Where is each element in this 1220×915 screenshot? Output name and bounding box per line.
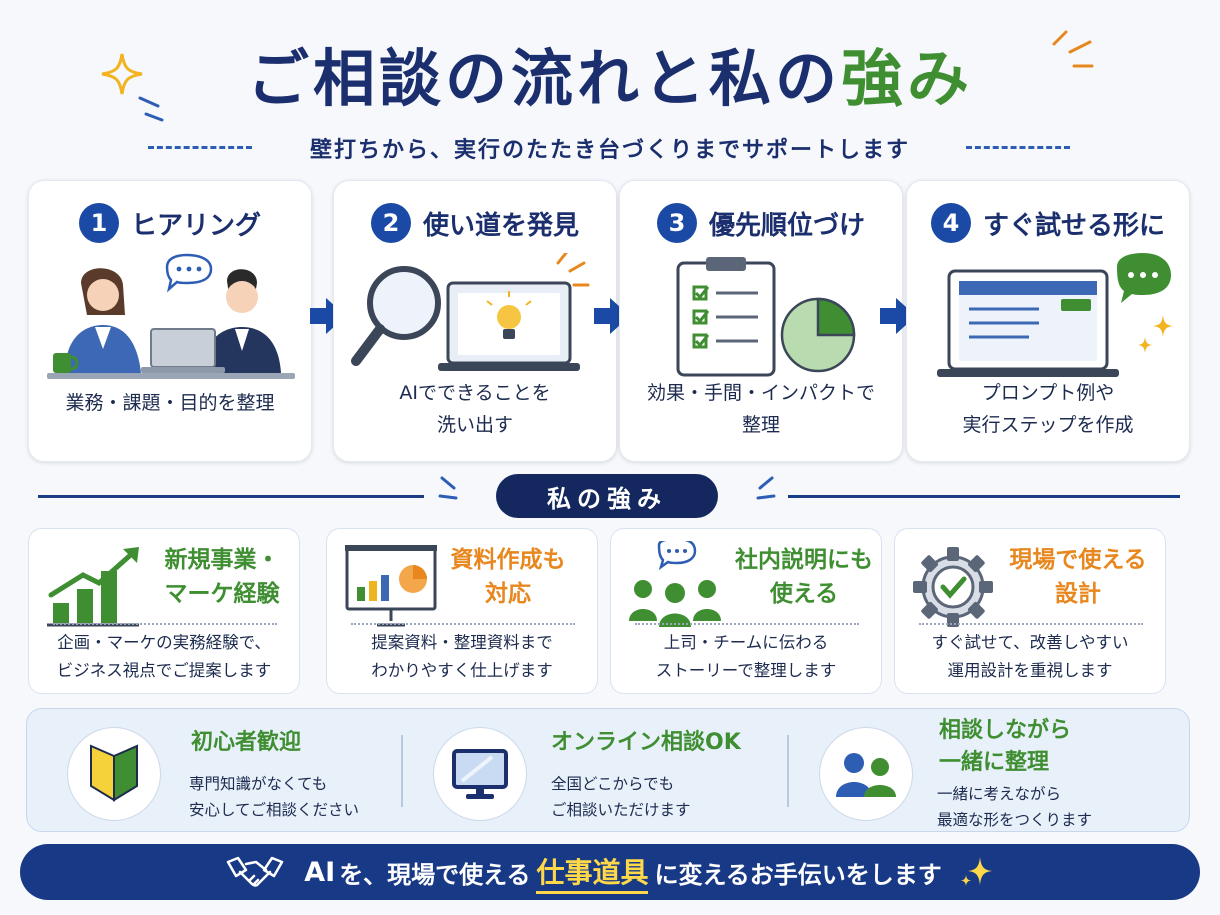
divider bbox=[401, 735, 403, 807]
team-chat-icon bbox=[629, 541, 721, 627]
step-description: AIでできることを 洗い出す bbox=[399, 382, 551, 436]
strength-description: 企画・マーケの実務経験で、 ビジネス視点でご提案します bbox=[56, 633, 272, 680]
info-description: 一緒に考えながら 最適な形をつくります bbox=[937, 785, 1093, 829]
info-item-online: オンライン相談OK 全国どこからでも ご相談いただけます bbox=[393, 709, 793, 833]
step-header: 3 優先順位づけ bbox=[620, 203, 902, 243]
strength-card-2: 資料作成も 対応 提案資料・整理資料まで わかりやすく仕上げます bbox=[326, 528, 598, 694]
info-icon-circle bbox=[433, 727, 527, 821]
step-number-badge: 3 bbox=[656, 203, 697, 243]
monitor-icon bbox=[452, 749, 508, 799]
footer-text-2: に変えるお手伝いをします bbox=[654, 860, 942, 889]
step-header: 4 すぐ試せる形に bbox=[907, 203, 1189, 243]
magnifier-laptop-lightbulb-icon bbox=[351, 253, 590, 371]
two-people-icon bbox=[836, 753, 896, 797]
info-item-together: 相談しながら 一緒に整理 一緒に考えながら 最適な形をつくります bbox=[779, 709, 1189, 833]
info-title: 初心者歓迎 bbox=[191, 730, 302, 755]
step-number-badge: 4 bbox=[930, 203, 971, 243]
strength-title: 社内説明にも 使える bbox=[735, 547, 873, 607]
step-number-badge: 2 bbox=[370, 203, 411, 243]
strength-title: 現場で使える 設計 bbox=[1009, 547, 1147, 607]
footer-text-1: を、現場で使える bbox=[339, 860, 531, 889]
divider bbox=[788, 495, 1180, 498]
step-number-badge: 1 bbox=[78, 203, 119, 243]
strength-description: 上司・チームに伝わる ストーリーで整理します bbox=[655, 633, 837, 680]
divider bbox=[787, 735, 789, 807]
info-title: 相談しながら 一緒に整理 bbox=[939, 718, 1072, 775]
info-icon-circle bbox=[819, 727, 913, 821]
step-card-1: 1 ヒアリング 業務・課題・目的を整理 bbox=[28, 180, 312, 462]
info-icon-circle bbox=[67, 727, 161, 821]
strength-title: 新規事業・ マーケ経験 bbox=[164, 547, 280, 607]
strength-description: すぐ試せて、改善しやすい 運用設計を重視します bbox=[931, 633, 1129, 680]
title-highlight: 強み bbox=[841, 42, 974, 115]
divider bbox=[966, 146, 1070, 149]
arrow-right-icon bbox=[594, 298, 630, 334]
step-title: 使い道を発見 bbox=[422, 210, 579, 241]
step-card-4: 4 すぐ試せる形に プロンプト例や 実行ステップを作成 bbox=[906, 180, 1190, 462]
strength-description: 提案資料・整理資料まで わかりやすく仕上げます bbox=[371, 633, 553, 680]
step-card-3: 3 優先順位づけ 効果・手間・インパクトで 整理 bbox=[619, 180, 903, 462]
step-description: 業務・課題・目的を整理 bbox=[65, 392, 275, 414]
arrow-right-icon bbox=[310, 298, 346, 334]
info-description: 全国どこからでも ご相談いただけます bbox=[551, 775, 691, 819]
divider bbox=[919, 623, 1143, 625]
page-title: ご相談の流れと私の強み bbox=[247, 28, 973, 118]
handshake-icon bbox=[226, 856, 284, 887]
title-wrap: ご相談の流れと私の強み bbox=[0, 28, 1220, 118]
subtitle-wrap: 壁打ちから、実行のたたき台づくりまでサポートします bbox=[0, 132, 1220, 164]
spark-lines-icon bbox=[756, 476, 776, 500]
spark-lines-icon bbox=[438, 476, 458, 500]
beginner-mark-icon bbox=[90, 744, 138, 802]
footer-banner: AI を、現場で使える 仕事道具 に変えるお手伝いをします bbox=[20, 844, 1200, 900]
divider bbox=[53, 623, 277, 625]
strength-card-1: 新規事業・ マーケ経験 企画・マーケの実務経験で、 ビジネス視点でご提案します bbox=[28, 528, 300, 694]
step-title: 優先順位づけ bbox=[708, 210, 865, 241]
divider bbox=[148, 146, 252, 149]
title-main: ご相談の流れと私の bbox=[246, 42, 841, 115]
divider bbox=[38, 495, 424, 498]
laptop-chat-icon bbox=[937, 253, 1173, 377]
step-card-2: 2 使い道を発見 AIでできることを 洗い出す bbox=[333, 180, 617, 462]
growth-chart-icon bbox=[47, 547, 139, 627]
info-title: オンライン相談OK bbox=[551, 730, 741, 755]
step-header: 1 ヒアリング bbox=[29, 203, 311, 243]
spark-lines-icon bbox=[1052, 30, 1094, 68]
step-description: 効果・手間・インパクトで 整理 bbox=[646, 382, 875, 436]
sparkle-icon bbox=[101, 53, 143, 95]
step-description: プロンプト例や 実行ステップを作成 bbox=[962, 382, 1134, 436]
gear-check-icon bbox=[913, 547, 993, 627]
consultation-illustration-icon bbox=[47, 253, 295, 379]
strength-card-3: 社内説明にも 使える 上司・チームに伝わる ストーリーで整理します bbox=[610, 528, 882, 694]
info-band: 初心者歓迎 専門知識がなくても 安心してご相談ください オンライン相談OK 全国… bbox=[26, 708, 1190, 832]
footer-highlight: 仕事道具 bbox=[536, 851, 649, 894]
strengths-label: 私の強み bbox=[496, 474, 718, 518]
info-item-beginner: 初心者歓迎 専門知識がなくても 安心してご相談ください bbox=[27, 709, 397, 833]
strength-title: 資料作成も 対応 bbox=[450, 547, 566, 607]
step-title: すぐ試せる形に bbox=[982, 210, 1165, 241]
divider bbox=[351, 623, 575, 625]
page-subtitle: 壁打ちから、実行のたたき台づくりまでサポートします bbox=[309, 138, 910, 163]
info-description: 専門知識がなくても 安心してご相談ください bbox=[189, 775, 360, 819]
step-title: ヒアリング bbox=[130, 210, 261, 241]
presentation-board-icon bbox=[345, 545, 437, 627]
strength-card-4: 現場で使える 設計 すぐ試せて、改善しやすい 運用設計を重視します bbox=[894, 528, 1166, 694]
divider bbox=[635, 623, 859, 625]
checklist-pie-chart-icon bbox=[676, 257, 856, 377]
footer-ai: AI bbox=[304, 856, 336, 888]
spark-lines-icon bbox=[138, 96, 164, 122]
arrow-right-icon bbox=[880, 298, 916, 334]
sparkle-icon bbox=[960, 857, 992, 886]
step-header: 2 使い道を発見 bbox=[334, 203, 616, 243]
